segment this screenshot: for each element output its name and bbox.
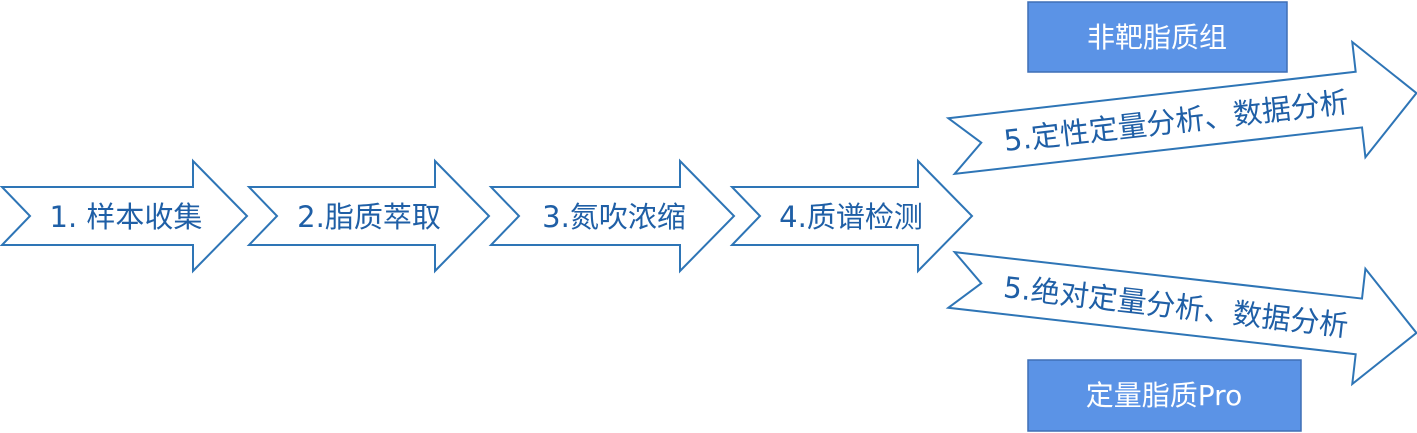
arrow-shape: [0, 158, 249, 274]
step-arrow-2: 2.脂质萃取: [246, 158, 491, 274]
arrow-shape: [945, 250, 1417, 387]
product-box-lower: 定量脂质Pro: [1027, 359, 1302, 432]
arrow-shape: [488, 158, 736, 274]
arrow-shape: [945, 39, 1417, 176]
box-rect: [1027, 1, 1288, 73]
step-label-4: 4.质谱检测: [779, 200, 923, 234]
step-arrow-4: 4.质谱检测: [729, 158, 974, 274]
box-label-lower: 定量脂质Pro: [1086, 379, 1242, 412]
step-label-3: 3.氮吹浓缩: [542, 200, 686, 234]
arrow-shape: [246, 158, 491, 274]
step-label-2: 2.脂质萃取: [297, 200, 441, 234]
box-rect: [1027, 359, 1302, 432]
step-label-1: 1. 样本收集: [50, 200, 203, 234]
product-box-upper: 非靶脂质组: [1027, 1, 1288, 73]
step-arrow-1: 1. 样本收集: [0, 158, 249, 274]
box-label-upper: 非靶脂质组: [1087, 21, 1227, 54]
arrow-shape: [729, 158, 974, 274]
step-arrow-3: 3.氮吹浓缩: [488, 158, 736, 274]
